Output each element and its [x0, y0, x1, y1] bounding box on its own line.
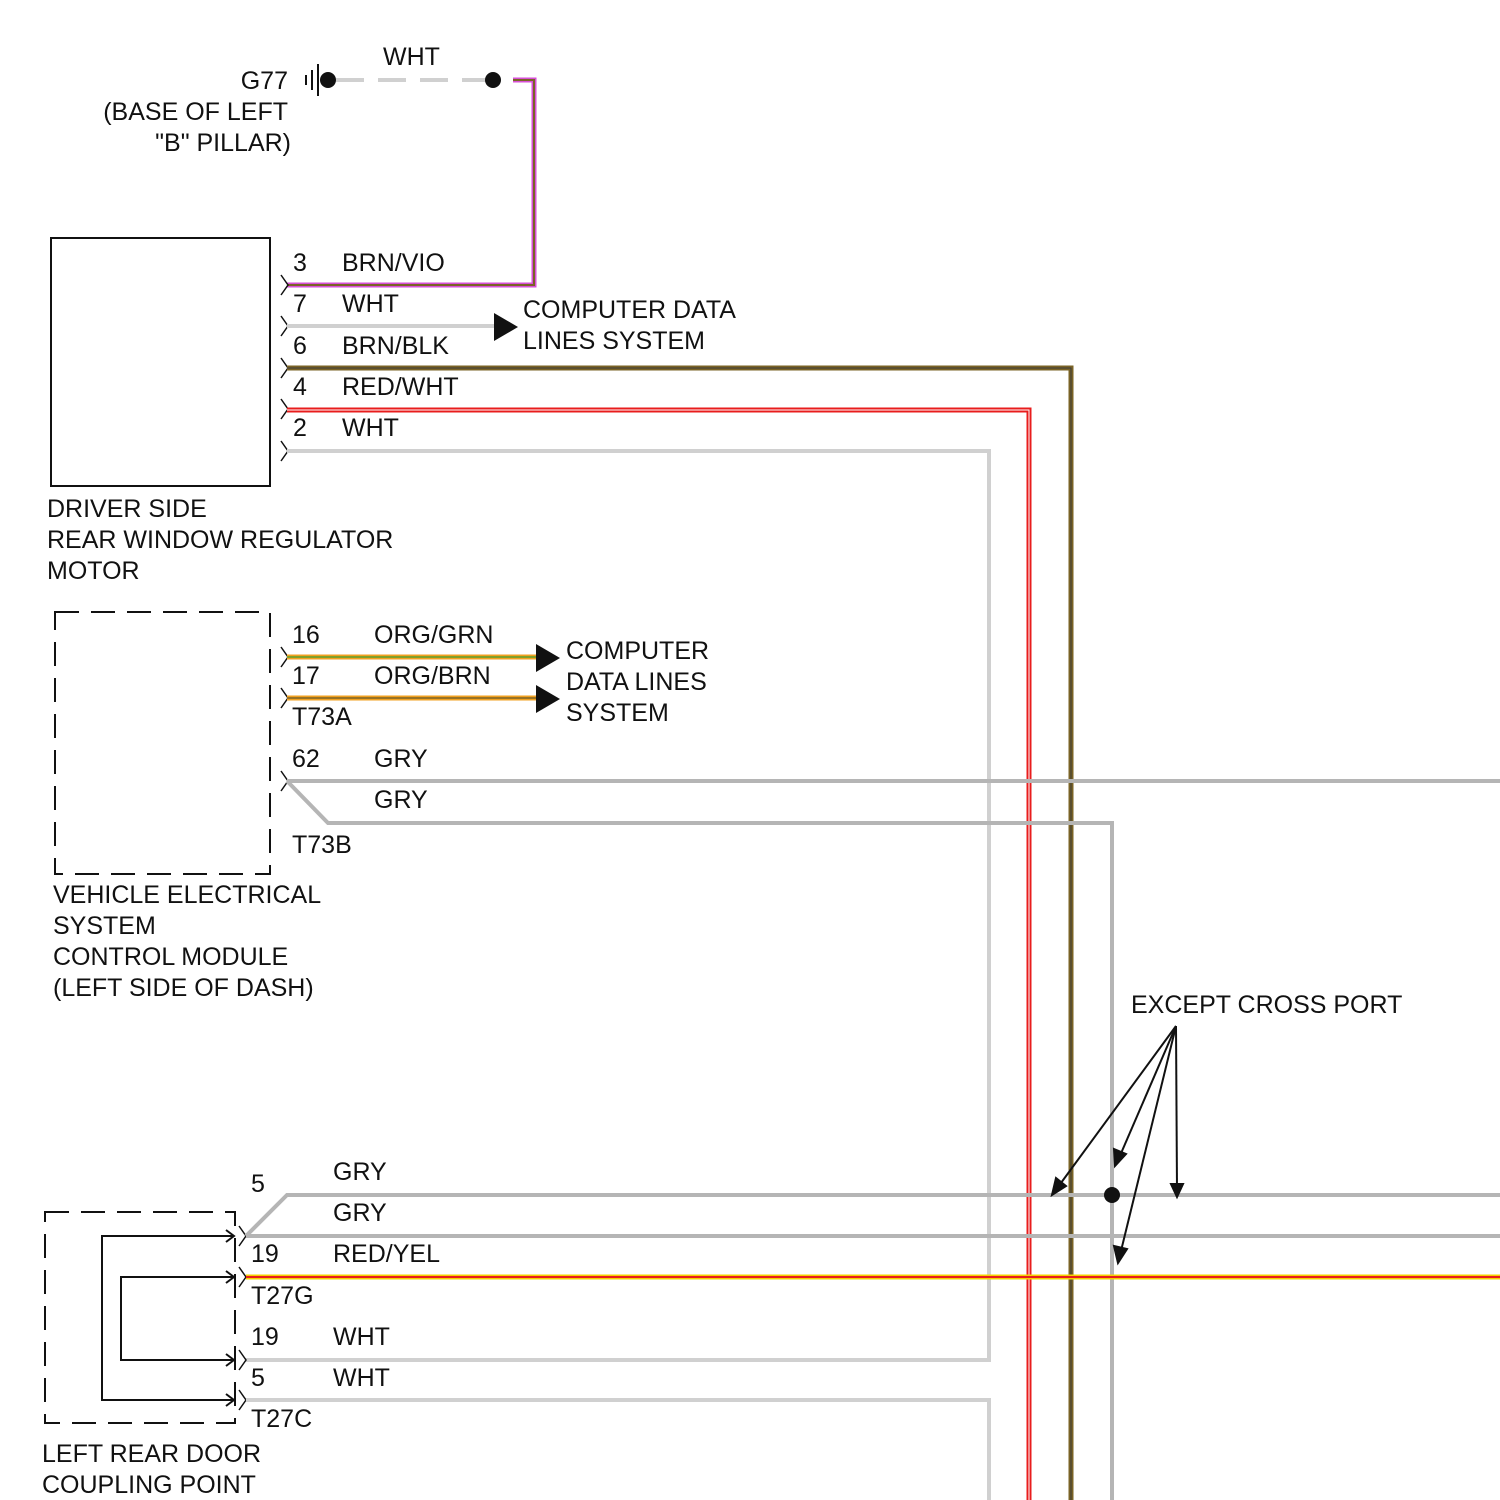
module-data-lines-label: DATA LINES	[566, 668, 707, 696]
coupling-connector-marks	[239, 1226, 246, 1410]
ground-splice-dot-2	[485, 72, 501, 88]
motor-pin-color: BRN/BLK	[342, 332, 449, 360]
coupling-pin-color: WHT	[333, 1364, 390, 1392]
data-lines-arrow-3	[536, 685, 560, 713]
coupling-title: COUPLING POINT	[42, 1471, 256, 1499]
data-lines-arrow-2	[536, 644, 560, 672]
coupling-pin-color: WHT	[333, 1323, 390, 1351]
module-pin-color: GRY	[374, 786, 428, 814]
module-connector-marks	[281, 647, 288, 791]
module-data-lines-label: SYSTEM	[566, 699, 669, 727]
motor-pin-color: BRN/VIO	[342, 249, 445, 277]
window-motor-box	[51, 238, 270, 486]
coupling-pin-number: 5	[251, 1364, 265, 1392]
wire-wht-c-pin5	[246, 1400, 989, 1500]
coupling-pin-number: 19	[251, 1240, 279, 1268]
motor-pin-number: 7	[293, 290, 307, 318]
ground-symbol	[306, 64, 318, 96]
module-connector-b: T73B	[292, 831, 352, 859]
ground-id: G77	[241, 67, 288, 95]
module-title: CONTROL MODULE	[53, 943, 288, 971]
ground-location-1: (BASE OF LEFT	[103, 98, 288, 126]
ground-wire-color: WHT	[383, 43, 440, 71]
coupling-pin-number: 5	[251, 1170, 265, 1198]
motor-title: MOTOR	[47, 557, 140, 585]
coupling-pin-color: RED/YEL	[333, 1240, 440, 1268]
motor-data-lines-label: COMPUTER DATA	[523, 296, 736, 324]
control-module-box	[55, 612, 270, 874]
coupling-connector-c: T27C	[251, 1405, 312, 1433]
module-title: VEHICLE ELECTRICAL	[53, 881, 321, 909]
motor-pin-color: WHT	[342, 290, 399, 318]
motor-data-lines-label: LINES SYSTEM	[523, 327, 705, 355]
module-pin-color: ORG/GRN	[374, 621, 493, 649]
motor-pin-number: 2	[293, 414, 307, 442]
module-pin-number: 17	[292, 662, 320, 690]
module-data-lines-label: COMPUTER	[566, 637, 709, 665]
module-pin-color: ORG/BRN	[374, 662, 491, 690]
motor-connector-marks	[281, 275, 288, 461]
wire-gry-pin5	[246, 1195, 1500, 1236]
splice-dot	[1104, 1187, 1120, 1203]
module-pin-number: 16	[292, 621, 320, 649]
coupling-internal-links	[102, 1230, 234, 1406]
wire-red-wht	[287, 410, 1029, 1500]
module-title: (LEFT SIDE OF DASH)	[53, 974, 314, 1002]
module-pin-number: 62	[292, 745, 320, 773]
except-cross-port-note: EXCEPT CROSS PORT	[1131, 991, 1402, 1019]
coupling-point-box	[45, 1212, 235, 1423]
coupling-pin-color: GRY	[333, 1158, 387, 1186]
motor-title: DRIVER SIDE	[47, 495, 207, 523]
coupling-connector-g: T27G	[251, 1282, 314, 1310]
ground-location-2: "B" PILLAR)	[155, 129, 291, 157]
motor-pin-number: 3	[293, 249, 307, 277]
ground-splice-dot	[320, 72, 336, 88]
module-title: SYSTEM	[53, 912, 156, 940]
motor-pin-color: RED/WHT	[342, 373, 459, 401]
motor-pin-number: 6	[293, 332, 307, 360]
coupling-title: LEFT REAR DOOR	[42, 1440, 261, 1468]
module-connector-a: T73A	[292, 703, 352, 731]
motor-pin-number: 4	[293, 373, 307, 401]
wire-brn-blk	[287, 368, 1071, 1500]
motor-pin-color: WHT	[342, 414, 399, 442]
coupling-pin-color: GRY	[333, 1199, 387, 1227]
module-pin-color: GRY	[374, 745, 428, 773]
coupling-pin-number: 19	[251, 1323, 279, 1351]
motor-title: REAR WINDOW REGULATOR	[47, 526, 393, 554]
data-lines-arrow-1	[494, 313, 518, 341]
